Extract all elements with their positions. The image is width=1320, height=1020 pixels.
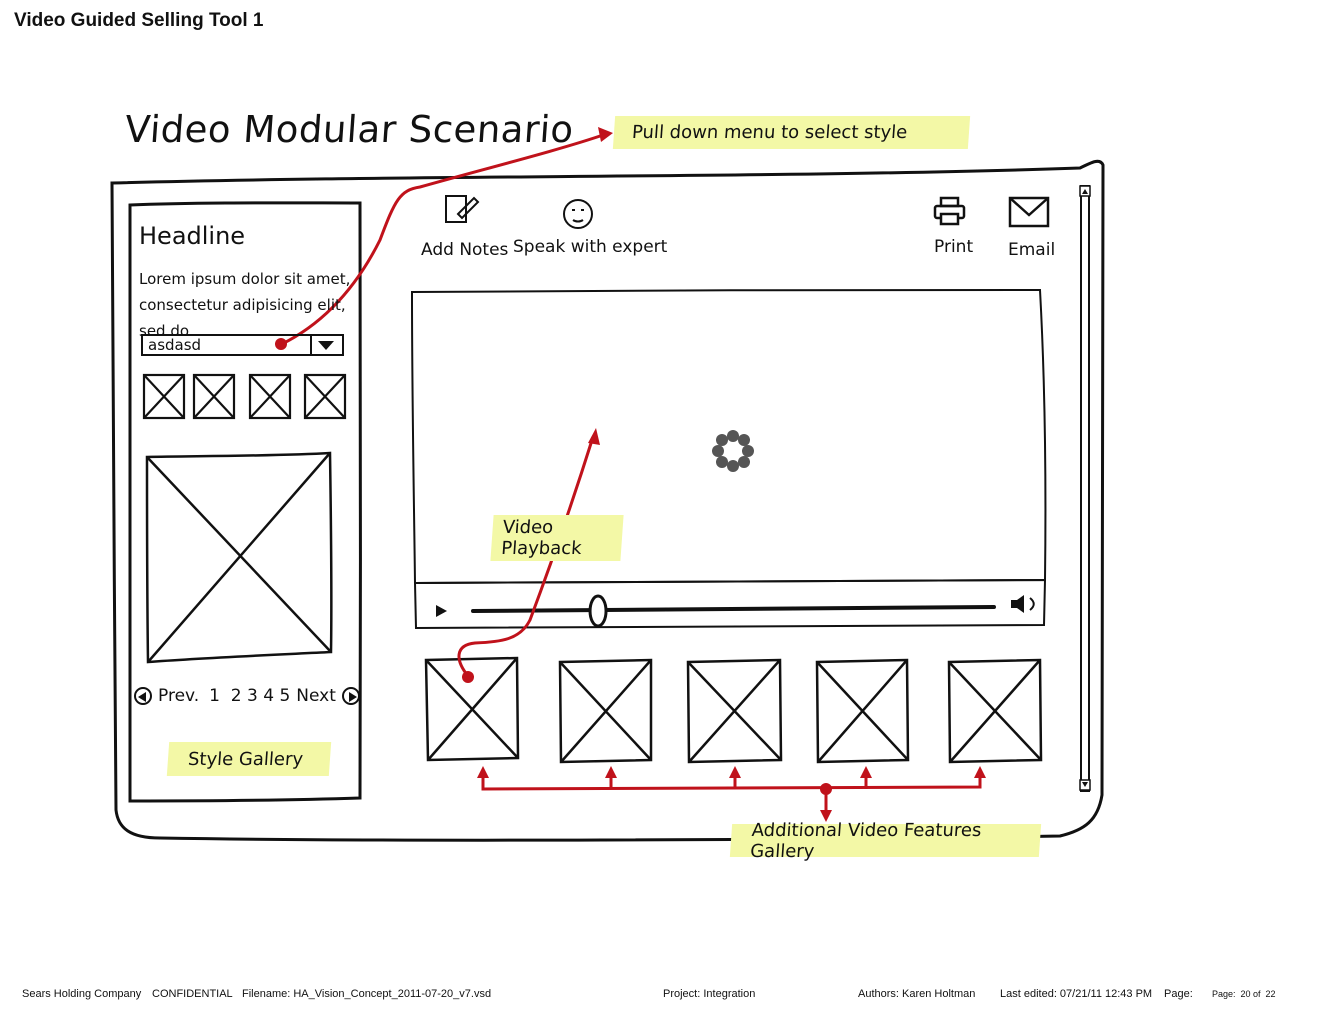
video-controls-bar (413, 578, 1047, 630)
print-button[interactable]: Print (934, 237, 974, 257)
chevron-down-icon[interactable] (310, 336, 342, 354)
footer-page-number: Page: 20 of 22 (1212, 989, 1276, 999)
style-main-image (145, 451, 333, 664)
loading-spinner-icon (712, 430, 754, 472)
video-screen (410, 288, 1047, 585)
body-text: Lorem ipsum dolor sit amet, consectetur … (139, 266, 361, 344)
headline: Headline (139, 222, 246, 250)
left-panel (128, 201, 362, 803)
progress-track (471, 605, 996, 613)
page-title: Video Guided Selling Tool 1 (14, 10, 264, 31)
next-link[interactable]: Next (296, 686, 336, 706)
email-button[interactable]: Email (1008, 240, 1056, 260)
email-icon (1008, 196, 1050, 228)
annotation-additional-features: Additional Video Features Gallery (729, 820, 1042, 862)
prev-arrow-icon[interactable] (134, 687, 152, 705)
footer-filename: Filename: HA_Vision_Concept_2011-07-20_v… (242, 988, 492, 1000)
print-icon (933, 196, 966, 226)
annotation-style-gallery: Style Gallery (166, 742, 332, 776)
outer-frame (110, 159, 1106, 842)
volume-icon (1011, 595, 1035, 613)
add-notes-button[interactable]: Add Notes (421, 240, 509, 260)
prev-link[interactable]: Prev. (158, 686, 200, 706)
annotation-video-playback: Video Playback (490, 515, 624, 561)
add-notes-icon (445, 195, 480, 223)
footer-authors: Authors: Karen Holtman (858, 988, 976, 1000)
footer-page-label: Page: (1164, 988, 1193, 1000)
feature-gallery[interactable] (424, 656, 1043, 764)
speak-with-expert-button[interactable]: Speak with expert (513, 237, 668, 257)
footer-confidential: CONFIDENTIAL (152, 988, 233, 1000)
dropdown-value: asdasd (148, 336, 202, 354)
footer-project: Project: Integration (663, 988, 756, 1000)
play-icon (436, 605, 447, 617)
body-line-1: Lorem ipsum dolor sit amet, (139, 270, 351, 288)
style-thumbnails[interactable] (142, 373, 347, 420)
footer-last-edited: Last edited: 07/21/11 12:43 PM (1000, 988, 1153, 1000)
annotation-pulldown: Pull down menu to select style (612, 116, 971, 149)
scrollbar[interactable] (1079, 185, 1091, 792)
pager: Prev. 1 2 3 4 5 Next (134, 686, 360, 706)
next-arrow-icon[interactable] (341, 687, 360, 705)
footer-company: Sears Holding Company (22, 988, 142, 1000)
page-numbers[interactable]: 1 2 3 4 5 (209, 686, 291, 706)
progress-knob (588, 594, 608, 628)
expert-face-icon (563, 199, 593, 229)
style-dropdown[interactable]: asdasd (141, 334, 344, 356)
